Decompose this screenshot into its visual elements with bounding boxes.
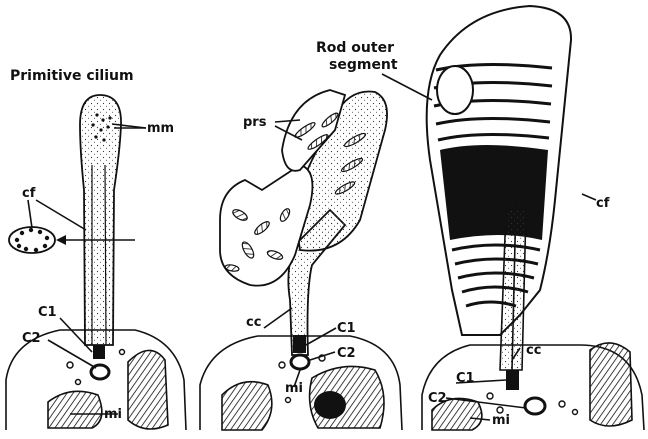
label-cc-2: cc [246,315,261,330]
label-mi-1: mi [104,407,122,422]
label-c1-3: C1 [456,371,475,386]
mitochondrion-1a [128,350,168,429]
label-mi-2: mi [285,381,303,396]
cilium-shaft-1 [80,95,121,345]
panel-developing-segment: prs cc C1 C2 mi [200,90,402,430]
title-rod-outer-line1: Rod outer [316,40,394,56]
label-mi-3: mi [492,413,510,428]
basal-body-c2-2 [291,355,309,369]
panel-primitive-cilium: Primitive cilium mm cf C1 C2 mi [6,68,186,430]
basal-body-c2-3 [525,398,545,414]
label-prs: prs [243,115,267,130]
label-c1-2: C1 [337,321,356,336]
outer-segment-vesicle [437,66,473,114]
label-rs: rs [447,189,461,204]
title-rod-outer-line2: segment [329,57,398,73]
basal-body-c1 [93,345,105,359]
vesicle-dark-2 [314,391,346,419]
label-c2-2: C2 [337,346,356,361]
label-cf-1: cf [22,186,36,201]
label-c2-1: C2 [22,331,41,346]
basal-body-c1-2 [293,335,306,353]
basal-body-c1-3 [506,370,519,390]
section-arrow-head [56,235,66,245]
label-c1-1: C1 [38,305,57,320]
label-c2-3: C2 [428,391,447,406]
label-mm: mm [147,121,174,136]
mitochondrion-2a [222,382,272,430]
mitochondrion-1b [48,391,102,428]
label-cf-3: cf [596,196,610,211]
mitochondrion-3a [590,343,632,426]
title-primitive-cilium: Primitive cilium [10,68,134,84]
label-cc-3: cc [526,343,541,358]
